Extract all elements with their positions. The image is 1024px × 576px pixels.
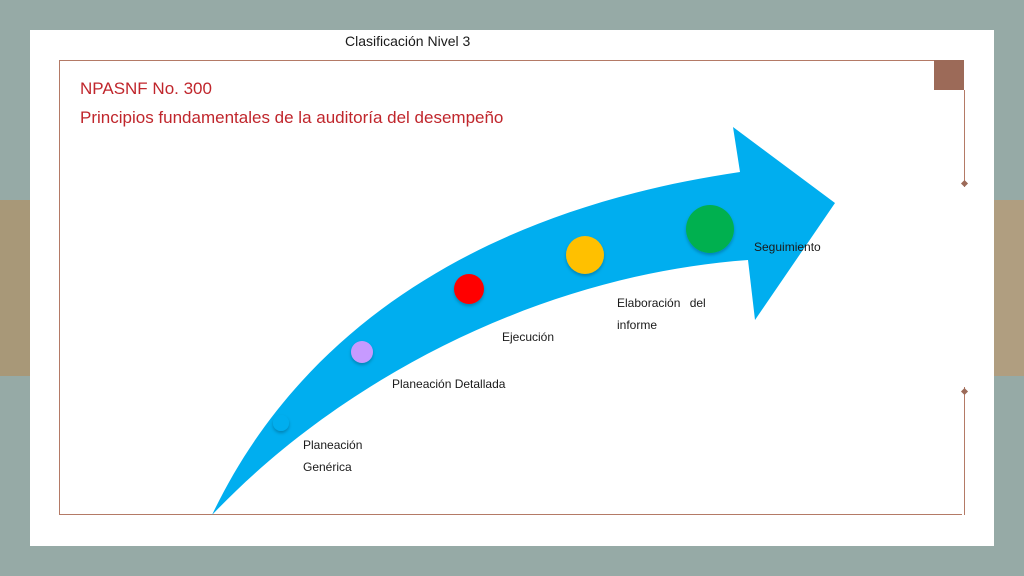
step-label-5: Seguimiento	[754, 236, 821, 258]
step-dot-1	[273, 415, 289, 431]
step-dots	[273, 205, 734, 431]
step-label-3-line1: Ejecución	[502, 330, 555, 344]
left-side-tab	[0, 200, 32, 376]
corner-block	[934, 60, 964, 90]
step-label-4-line2: informe	[617, 318, 658, 332]
classification-label: Clasificación Nivel 3	[345, 33, 471, 49]
frame-right-gap	[964, 187, 965, 387]
step-label-1-line1: Planeación	[303, 438, 363, 452]
step-label-3: Ejecución	[502, 326, 554, 348]
step-label-1-line2: Genérica	[303, 460, 352, 474]
page-title: NPASNF No. 300	[80, 79, 212, 98]
step-label-4-line1: Elaboración del	[617, 296, 706, 310]
step-dot-2	[351, 341, 373, 363]
step-label-4: Elaboración del informe	[617, 292, 706, 336]
page-subtitle: Principios fundamentales de la auditoría…	[80, 108, 504, 127]
step-label-1: Planeación Genérica	[303, 434, 362, 478]
curved-arrow	[212, 127, 835, 515]
step-label-2: Planeación Detallada	[392, 373, 505, 395]
step-dot-3	[454, 274, 484, 304]
step-dot-5	[686, 205, 734, 253]
step-label-5-line1: Seguimiento	[754, 240, 821, 254]
step-dot-4	[566, 236, 604, 274]
step-label-2-line1: Planeación Detallada	[392, 377, 506, 391]
